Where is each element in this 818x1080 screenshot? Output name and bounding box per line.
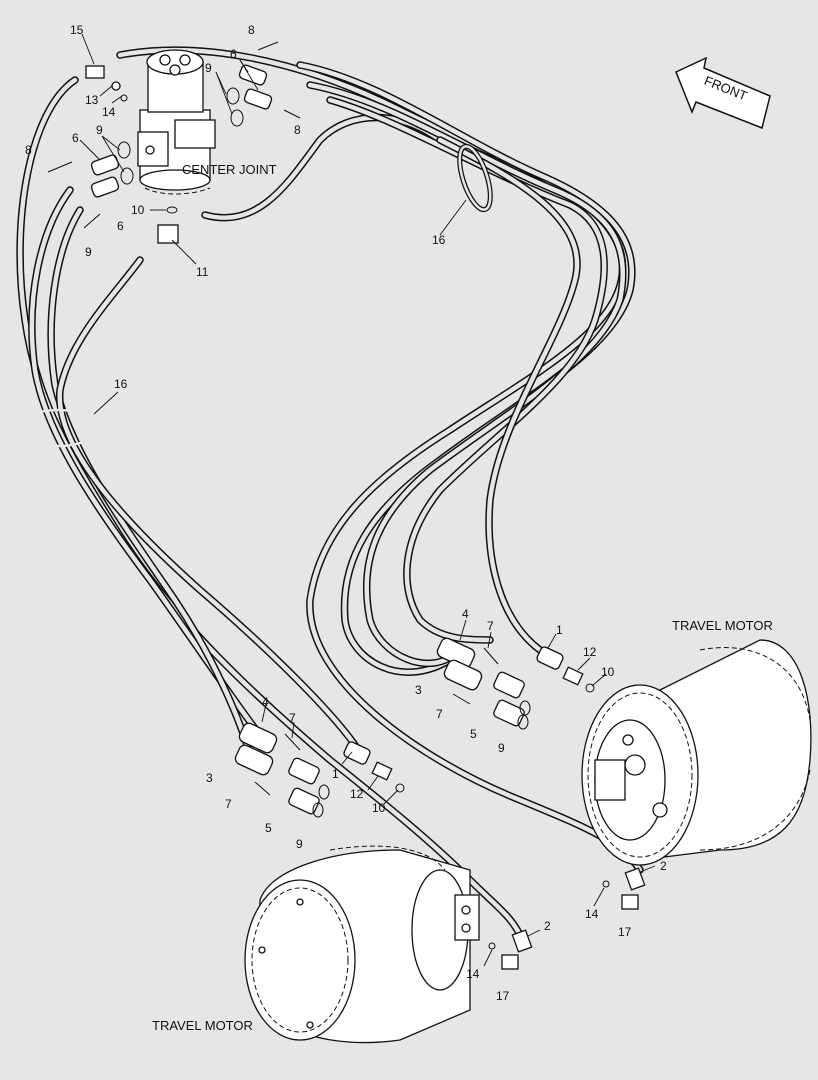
callout: 14	[102, 105, 116, 119]
travel-motor-right	[581, 639, 812, 866]
callout: 9	[205, 61, 212, 75]
callout: 8	[248, 23, 255, 37]
hose-bundle	[16, 46, 644, 939]
callout: 8	[25, 143, 32, 157]
callout: 7	[225, 797, 232, 811]
callout: 6	[230, 47, 237, 61]
callout: 9	[296, 837, 303, 851]
callout: 7	[289, 711, 296, 725]
travel-motor-left-label: TRAVEL MOTOR	[152, 1018, 253, 1033]
callout: 15	[70, 23, 84, 37]
callout: 9	[498, 741, 505, 755]
callout: 7	[436, 707, 443, 721]
drain-fittings	[488, 867, 646, 970]
leader-lines	[79, 33, 656, 967]
callout: 9	[85, 245, 92, 259]
callout: 14	[466, 967, 480, 981]
center-joint-label: CENTER JOINT	[182, 162, 277, 177]
travel-motor-right-label: TRAVEL MOTOR	[672, 618, 773, 633]
callout: 14	[585, 907, 599, 921]
callout: 17	[496, 989, 510, 1003]
callout: 12	[350, 787, 364, 801]
travel-motor-left	[244, 845, 480, 1044]
flanges-right	[436, 637, 595, 730]
flanges-left	[234, 722, 405, 818]
hose-strap-right	[457, 143, 493, 213]
callout: 10	[601, 665, 615, 679]
callout: 12	[583, 645, 597, 659]
callout: 1	[332, 767, 339, 781]
callout: 10	[372, 801, 386, 815]
callout: 11	[196, 265, 209, 279]
hose-strap-left	[16, 408, 100, 448]
callout: 16	[432, 233, 446, 247]
callout-numbers: 15 13 14 8 6 9 9 6 8 8 6 9 8 6 10 11 8 1…	[25, 23, 667, 1003]
callout: 6	[117, 219, 124, 233]
callout: 17	[618, 925, 632, 939]
center-flanges	[47, 41, 301, 244]
callout: 2	[660, 859, 667, 873]
callout: 9	[96, 123, 103, 137]
callout: 3	[206, 771, 213, 785]
callout: 6	[72, 131, 79, 145]
callout: 7	[487, 619, 494, 633]
callout: 8	[294, 123, 301, 137]
center-joint	[137, 49, 216, 195]
callout: 5	[265, 821, 272, 835]
callout: 13	[85, 93, 99, 107]
front-arrow-icon: FRONT	[675, 56, 771, 130]
callout: 4	[462, 607, 469, 621]
callout: 10	[131, 203, 145, 217]
callout: 16	[114, 377, 128, 391]
callout: 2	[544, 919, 551, 933]
callout: 1	[556, 623, 563, 637]
callout: 5	[470, 727, 477, 741]
callout: 3	[415, 683, 422, 697]
callout: 4	[262, 695, 269, 709]
